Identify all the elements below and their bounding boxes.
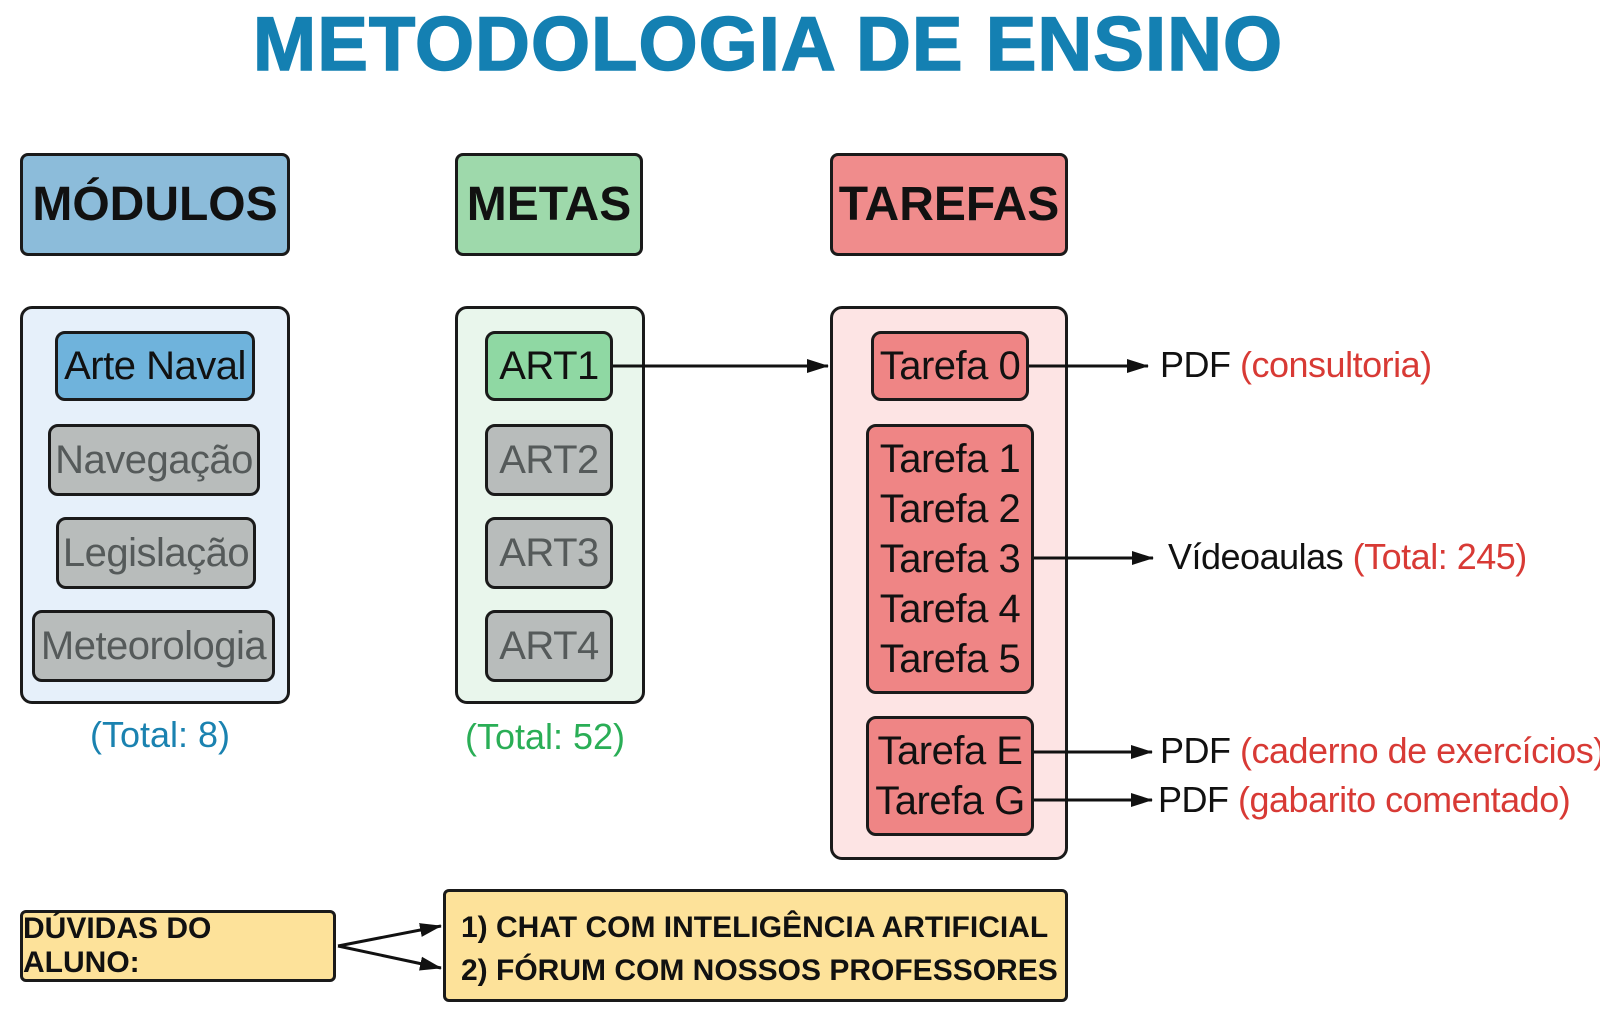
- output-task0: PDF (consultoria): [1160, 344, 1432, 386]
- doubts-label: DÚVIDAS DO ALUNO:: [20, 910, 336, 982]
- tarefa-4: Tarefa 4: [879, 587, 1021, 631]
- arrow-doubts-chat: [337, 923, 442, 948]
- modulo-item-navegacao[interactable]: Navegação: [48, 424, 260, 496]
- modulo-item-meteorologia[interactable]: Meteorologia: [32, 610, 275, 682]
- output-task0-detail: (consultoria): [1240, 344, 1432, 385]
- tarefas-header: TAREFAS: [830, 153, 1068, 256]
- output-videos: Vídeoaulas (Total: 245): [1168, 536, 1527, 578]
- tarefa-0[interactable]: Tarefa 0: [871, 331, 1029, 401]
- meta-item-art1[interactable]: ART1: [485, 331, 613, 401]
- meta-item-art2[interactable]: ART2: [485, 424, 613, 496]
- tarefa-exercicios-group[interactable]: Tarefa E Tarefa G: [866, 716, 1034, 836]
- doubts-options-box: 1) CHAT COM INTELIGÊNCIA ARTIFICIAL 2) F…: [443, 889, 1068, 1002]
- modulo-item-legislacao[interactable]: Legislação: [56, 517, 256, 589]
- output-answers-type: PDF: [1158, 779, 1229, 820]
- modulo-item-arte-naval[interactable]: Arte Naval: [55, 331, 255, 401]
- output-exercises: PDF (caderno de exercícios): [1160, 730, 1600, 772]
- metas-header: METAS: [455, 153, 643, 256]
- meta-item-art4[interactable]: ART4: [485, 610, 613, 682]
- output-answers-detail: (gabarito comentado): [1238, 779, 1571, 820]
- tarefa-5: Tarefa 5: [879, 637, 1021, 681]
- metas-total: (Total: 52): [464, 716, 626, 757]
- output-videos-type: Vídeoaulas: [1168, 536, 1344, 577]
- tarefa-2: Tarefa 2: [879, 487, 1021, 531]
- doubts-option-chat[interactable]: 1) CHAT COM INTELIGÊNCIA ARTIFICIAL: [461, 911, 1049, 944]
- tarefa-videoaulas-group[interactable]: Tarefa 1 Tarefa 2 Tarefa 3 Tarefa 4 Tare…: [866, 424, 1034, 694]
- modulos-header: MÓDULOS: [20, 153, 290, 256]
- tarefa-e: Tarefa E: [877, 729, 1023, 773]
- arrow-doubts-forum: [337, 944, 442, 971]
- output-task0-type: PDF: [1160, 344, 1231, 385]
- page-title: METODOLOGIA DE ENSINO: [252, 1, 1284, 88]
- modulos-total: (Total: 8): [89, 714, 231, 755]
- output-exercises-type: PDF: [1160, 730, 1231, 771]
- meta-item-art3[interactable]: ART3: [485, 517, 613, 589]
- tarefa-3: Tarefa 3: [879, 537, 1021, 581]
- tarefa-1: Tarefa 1: [879, 437, 1021, 481]
- doubts-option-forum[interactable]: 2) FÓRUM COM NOSSOS PROFESSORES: [461, 954, 1058, 987]
- tarefa-g: Tarefa G: [875, 779, 1025, 823]
- output-exercises-detail: (caderno de exercícios): [1240, 730, 1600, 771]
- output-answers: PDF (gabarito comentado): [1158, 779, 1571, 821]
- output-videos-detail: (Total: 245): [1352, 536, 1528, 577]
